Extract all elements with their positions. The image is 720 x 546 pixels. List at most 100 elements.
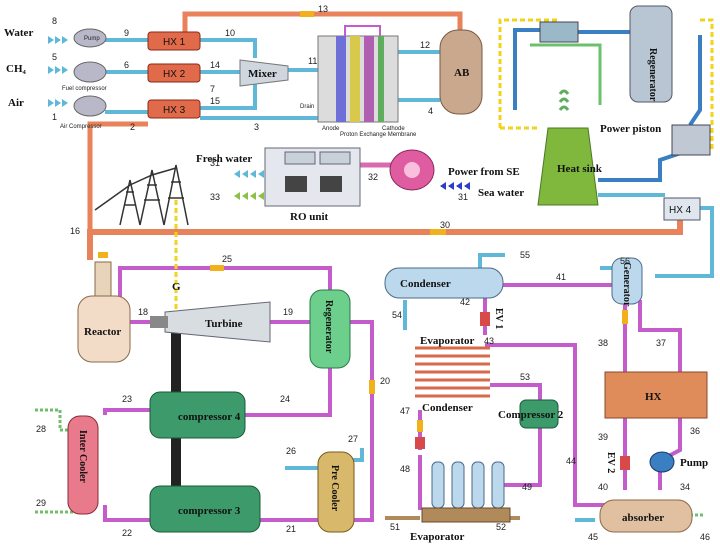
stream-number-51: 53 <box>520 372 530 382</box>
ro-module-1 <box>285 152 315 164</box>
drain-label: Drain <box>300 104 314 110</box>
hx-right-label: HX <box>645 391 662 403</box>
stream-number-15: 15 <box>210 96 220 106</box>
ev-mid-valve <box>415 437 425 449</box>
stream-number-37: 36 <box>690 426 700 436</box>
cathode-layer <box>364 36 374 122</box>
stream-number-25: 25 <box>222 254 232 264</box>
stream-number-46: 45 <box>588 532 598 542</box>
stream-number-55: 51 <box>390 522 400 532</box>
air-label: Air <box>8 97 24 109</box>
ch4-inlet-arrow <box>48 66 68 74</box>
ev1-label: EV 1 <box>493 308 504 329</box>
stream-number-32: 32 <box>368 172 378 182</box>
stream-number-44: 43 <box>484 336 494 346</box>
pump-right-label: Pump <box>680 457 708 469</box>
stream-25-pipe <box>120 268 330 300</box>
condenser-mid-label: Condenser <box>422 402 473 414</box>
air-inlet-arrow <box>48 99 68 107</box>
stream-number-24: 24 <box>280 394 290 404</box>
evaporator-bottom-base <box>422 508 510 522</box>
right-stirling-piston <box>672 125 710 155</box>
stream-37-pipe <box>665 415 680 458</box>
stream-number-28: 28 <box>36 424 46 434</box>
stream-number-5: 5 <box>52 52 57 62</box>
hx3-label: HX 3 <box>163 105 186 116</box>
stream-number-27: 27 <box>348 434 358 444</box>
stream-number-31: 31 <box>458 192 468 202</box>
ab-label: AB <box>454 67 470 79</box>
stream-number-18: 18 <box>138 307 148 317</box>
heat-sink-steam <box>560 91 568 110</box>
stream-15-pipe <box>200 84 255 108</box>
membrane-layer <box>350 36 360 122</box>
stream-number-12: 12 <box>420 40 430 50</box>
fresh-water-label: Fresh water <box>196 153 252 165</box>
stream-number-47: 46 <box>700 532 710 542</box>
cathode-label: Cathode <box>382 126 405 132</box>
fc-circuit <box>345 26 380 36</box>
water-inlet-arrow <box>48 36 68 44</box>
turbine-shaft-top <box>150 316 168 328</box>
anode-layer <box>336 36 346 122</box>
stream-50-pipe <box>500 428 540 485</box>
condenser-top-label: Condenser <box>400 278 451 290</box>
stream-number-6: 6 <box>124 60 129 70</box>
stream-number-50: 49 <box>522 482 532 492</box>
absorber-label: absorber <box>622 512 664 524</box>
heat-sink-label: Heat sink <box>557 163 603 175</box>
ro-pump-eye <box>404 162 420 178</box>
stream-number-16: 16 <box>70 226 80 236</box>
stream-number-52: 54 <box>392 310 402 320</box>
stream-number-14: 14 <box>210 60 220 70</box>
stream-27-pipe <box>352 448 362 460</box>
stirling-blue-3 <box>690 35 700 125</box>
top-stirling-piston <box>540 22 578 42</box>
ev2-label: EV 2 <box>605 452 616 473</box>
fuel-compressor-label: Fuel compressor <box>62 86 107 92</box>
stream-number-13: 13 <box>318 4 328 14</box>
fresh-water-outlet-arrow <box>234 170 264 178</box>
right-pump-body <box>650 452 674 472</box>
power-from-se-label: Power from SE <box>448 166 520 178</box>
pem-label: Proton Exchange Membrane <box>340 132 417 138</box>
compressor4-label: compressor 4 <box>178 411 241 423</box>
ro-unit-label: RO unit <box>290 211 329 223</box>
precooler-label: Pre Cooler <box>329 465 340 512</box>
stream-number-1: 1 <box>52 112 57 122</box>
stream-number-43: 42 <box>460 297 470 307</box>
intercooler-label: Inter Cooler <box>77 430 88 483</box>
stream-number-53: 55 <box>520 250 530 260</box>
stream-number-4: 4 <box>428 106 433 116</box>
stream-number-11: 11 <box>308 56 317 66</box>
hx1-label: HX 1 <box>163 37 186 48</box>
ro-module-4 <box>320 176 342 192</box>
stream-number-26: 26 <box>286 446 296 456</box>
reactor-stack <box>95 262 111 296</box>
fc-green-layer <box>378 36 384 122</box>
mixer-label: Mixer <box>248 68 277 80</box>
stream-number-9: 9 <box>124 28 129 38</box>
stream-number-8: 8 <box>52 16 57 26</box>
stream-number-30: 30 <box>440 220 450 230</box>
stream-number-29: 29 <box>36 498 46 508</box>
power-piston-label: Power piston <box>600 123 661 135</box>
stream-number-40: 39 <box>598 432 608 442</box>
stream-number-20: 20 <box>380 376 390 386</box>
stream-10-pipe <box>200 40 255 58</box>
stream-number-21: 21 <box>286 524 296 534</box>
stream-number-39: 38 <box>598 338 608 348</box>
evaporator-top-coil <box>415 348 490 380</box>
transmission-towers-icon <box>95 165 188 225</box>
g-label: G <box>172 281 181 293</box>
brine-outlet-arrow <box>234 192 264 200</box>
fuel-compressor-body <box>74 62 106 82</box>
stream-number-48: 47 <box>400 406 410 416</box>
condenser-mid-coil <box>415 388 490 396</box>
stream-number-3: 3 <box>254 122 259 132</box>
stream-number-54: 56 <box>620 256 630 266</box>
stream-number-45: 44 <box>566 456 576 466</box>
ev2-valve <box>620 456 630 470</box>
